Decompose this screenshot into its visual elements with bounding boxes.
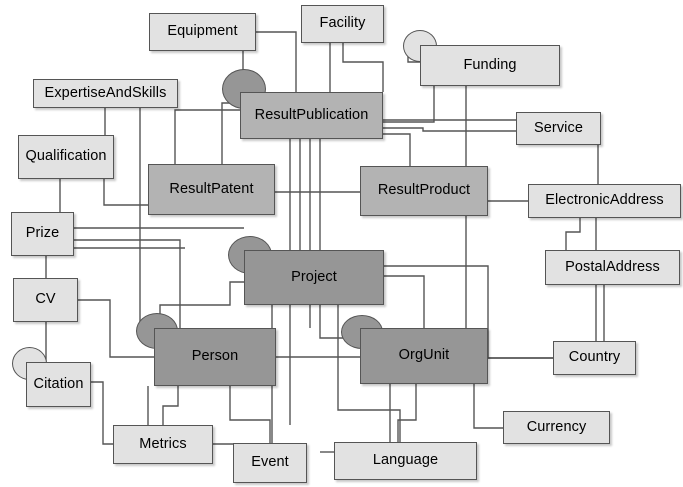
entity-label: Country [568,349,621,366]
entity-label: ElectronicAddress [545,192,664,209]
entity-label: ResultPatent [169,180,254,197]
entity-label: ResultPublication [254,106,369,123]
entity-label: Citation [33,375,84,392]
connector-resultpublication-resultproduct [383,133,411,166]
connector-project-person [159,281,244,328]
entity-node-event[interactable]: Event [233,443,307,483]
entity-label: Language [372,452,439,469]
entity-label: OrgUnit [398,347,450,364]
connector-person-event [229,386,271,443]
entity-node-facility[interactable]: Facility [301,5,384,43]
entity-node-postaladdress[interactable]: PostalAddress [545,250,680,285]
entity-node-electronicaddress[interactable]: ElectronicAddress [528,184,681,218]
entity-label: CV [35,291,56,308]
connector-facility-down [342,43,384,92]
entity-label: PostalAddress [565,258,660,275]
connector-project-orgunit [384,275,425,328]
entity-node-currency[interactable]: Currency [503,411,610,444]
connector-prize-person [74,239,181,328]
entity-label: Metrics [139,435,187,452]
entity-node-qualification[interactable]: Qualification [18,135,114,179]
entity-node-country[interactable]: Country [553,341,636,375]
entity-node-resultpatent[interactable]: ResultPatent [148,164,275,215]
connector-citation-metrics [91,381,113,445]
entity-label: Event [251,454,289,471]
connector-orgunit-currency [473,384,503,429]
entity-label: ResultProduct [377,182,471,199]
entity-node-metrics[interactable]: Metrics [113,425,213,464]
entity-node-resultpublication[interactable]: ResultPublication [240,92,383,139]
entity-label: Person [191,348,239,365]
connector-person-metrics2 [162,386,179,425]
connector-resultpublication-resultpatent [174,109,240,164]
entity-label: Equipment [167,23,238,40]
entity-node-service[interactable]: Service [516,112,601,145]
connector-electronicaddress-postaladdress [565,218,581,250]
entity-label: Funding [463,56,517,73]
entity-node-resultproduct[interactable]: ResultProduct [360,166,488,216]
entity-node-orgunit[interactable]: OrgUnit [360,328,488,384]
entity-label: Qualification [25,148,107,165]
connector-orgunit-language2 [397,384,417,442]
entity-label: Facility [319,15,366,32]
entity-label: Service [533,119,584,136]
entity-node-person[interactable]: Person [154,328,276,386]
entity-label: Project [291,268,337,285]
entity-node-cv[interactable]: CV [13,278,78,322]
connector-cv-person [78,299,154,358]
entity-label: ExpertiseAndSkills [44,84,167,101]
connector-resultpublication-service2 [383,127,516,132]
entity-node-project[interactable]: Project [244,250,384,305]
connector-equipment-resultpublication [256,31,297,92]
connector-funding-resultpublication [383,86,435,123]
entity-node-prize[interactable]: Prize [11,212,74,256]
entity-label: Prize [25,225,60,242]
entity-node-citation[interactable]: Citation [26,362,91,407]
connector-resultpublication-orgunit [319,139,360,339]
connector-qualification-resultpatent [103,179,148,206]
entity-node-funding[interactable]: Funding [420,45,560,86]
entity-node-language[interactable]: Language [334,442,477,480]
entity-node-equipment[interactable]: Equipment [149,13,256,51]
entity-node-expertiseandskills[interactable]: ExpertiseAndSkills [33,79,178,108]
entity-label: Currency [526,418,587,435]
